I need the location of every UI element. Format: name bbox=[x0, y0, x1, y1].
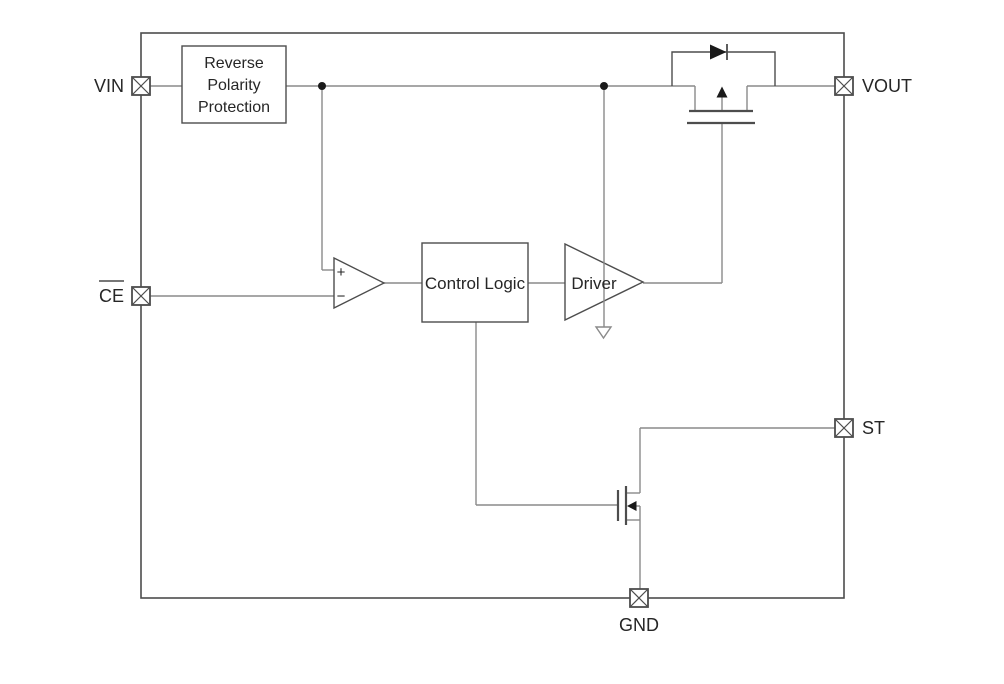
chip-boundary bbox=[140, 32, 845, 599]
reverse-polarity-block: Reverse Polarity Protection bbox=[181, 45, 287, 124]
comparator: + − bbox=[333, 256, 386, 310]
reverse-polarity-box bbox=[181, 45, 287, 124]
gnd-pin-label: GND bbox=[619, 615, 659, 635]
pin-st: ST bbox=[834, 418, 885, 438]
control-logic-box bbox=[421, 242, 529, 323]
comparator-minus-sign: − bbox=[337, 288, 346, 305]
pin-ce: CE bbox=[99, 280, 151, 306]
reverse-polarity-label-line2: Polarity bbox=[207, 77, 260, 94]
vin-pin-cross bbox=[131, 76, 151, 96]
junction-dot bbox=[318, 82, 326, 90]
pass-fet-body-arrow bbox=[716, 86, 728, 98]
comparator-plus-sign: + bbox=[337, 264, 346, 281]
wires bbox=[150, 85, 835, 589]
control-logic-label: Control Logic bbox=[425, 274, 526, 293]
pin-vin: VIN bbox=[94, 76, 151, 96]
ground-symbol bbox=[594, 326, 613, 340]
vout-pin-cross bbox=[834, 76, 854, 96]
body-diode-loop bbox=[671, 51, 776, 86]
pass-fet bbox=[671, 44, 776, 125]
reverse-polarity-label-line3: Protection bbox=[198, 99, 270, 116]
pin-gnd: GND bbox=[619, 588, 659, 635]
gnd-pin-cross bbox=[629, 588, 649, 608]
status-fet-body-arrow bbox=[627, 501, 637, 511]
junction-dots bbox=[318, 82, 608, 90]
reverse-polarity-label-line1: Reverse bbox=[204, 55, 264, 72]
driver-label: Driver bbox=[571, 274, 617, 293]
ce-pin-cross bbox=[131, 286, 151, 306]
body-diode bbox=[671, 44, 776, 86]
ce-pin-label: CE bbox=[99, 286, 124, 306]
control-logic-block: Control Logic bbox=[421, 242, 529, 323]
st-pin-cross bbox=[834, 418, 854, 438]
st-pin-label: ST bbox=[862, 418, 885, 438]
junction-dot bbox=[600, 82, 608, 90]
body-diode-anode-triangle bbox=[710, 44, 727, 60]
vin-pin-label: VIN bbox=[94, 76, 124, 96]
driver-block: Driver bbox=[564, 86, 645, 327]
comparator-triangle bbox=[333, 256, 386, 310]
vout-pin-label: VOUT bbox=[862, 76, 912, 96]
status-fet bbox=[616, 486, 637, 525]
pin-vout: VOUT bbox=[834, 76, 912, 96]
